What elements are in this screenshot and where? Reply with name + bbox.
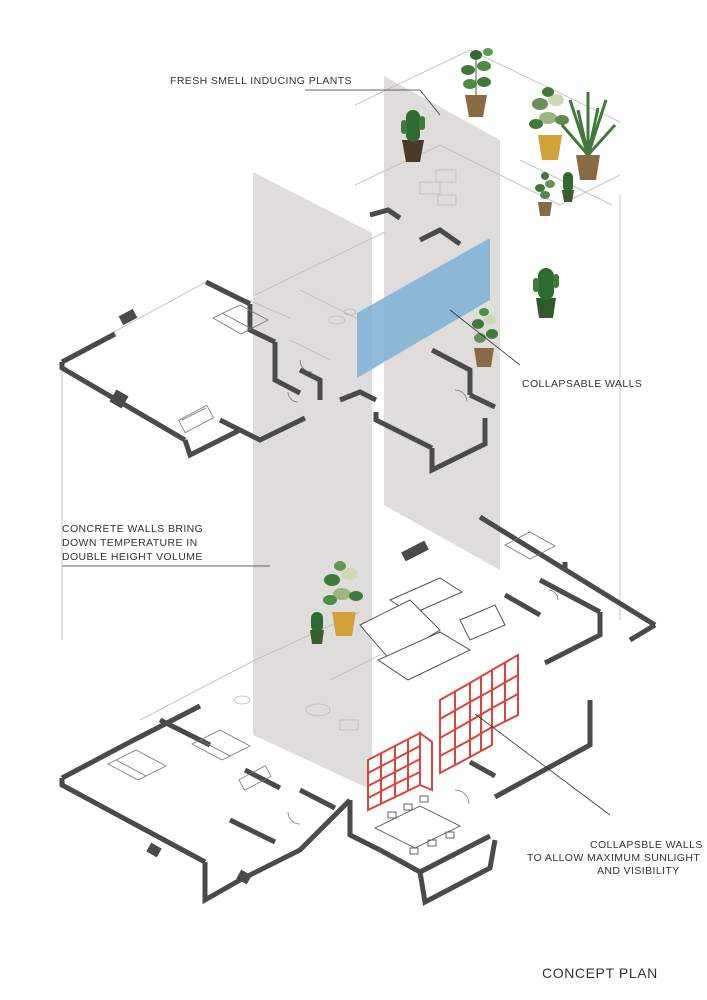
plant-spiky-brown-pot xyxy=(560,92,617,180)
label-plants: FRESH SMELL INDUCING PLANTS xyxy=(170,75,352,87)
label-sunlight-line3: AND VISIBILITY xyxy=(597,865,680,877)
cactus-small-right xyxy=(562,172,574,202)
label-collapsable-walls: COLLAPSABLE WALLS xyxy=(522,378,642,390)
plant-variegated-gold-pot xyxy=(529,87,569,160)
label-sunlight-line1: COLLAPSBLE WALLS xyxy=(590,839,703,851)
plant-small-left xyxy=(535,172,555,216)
plant-top-center xyxy=(461,48,493,117)
cactus-mid-right xyxy=(533,268,559,318)
plant-near-glass xyxy=(472,308,498,367)
cactus-top-left xyxy=(401,110,425,162)
label-concrete-line1: CONCRETE WALLS BRING xyxy=(62,523,203,535)
concrete-wall-plane-left xyxy=(253,172,372,790)
red-collapsible-frames xyxy=(367,653,519,812)
concept-plan-title: CONCEPT PLAN xyxy=(542,965,658,981)
label-sunlight-line2: TO ALLOW MAXIMUM SUNLIGHT xyxy=(527,852,700,864)
label-concrete-line2: DOWN TEMPERATURE IN xyxy=(62,537,198,549)
cactus-lower-left xyxy=(310,612,324,644)
upper-floor-plan xyxy=(59,49,621,640)
leader-lines xyxy=(62,89,611,816)
collapsable-glass-wall xyxy=(357,238,490,378)
label-concrete-line3: DOUBLE HEIGHT VOLUME xyxy=(62,551,203,563)
plant-lower-gold-pot xyxy=(323,561,363,636)
lower-floor-plan xyxy=(59,195,657,906)
